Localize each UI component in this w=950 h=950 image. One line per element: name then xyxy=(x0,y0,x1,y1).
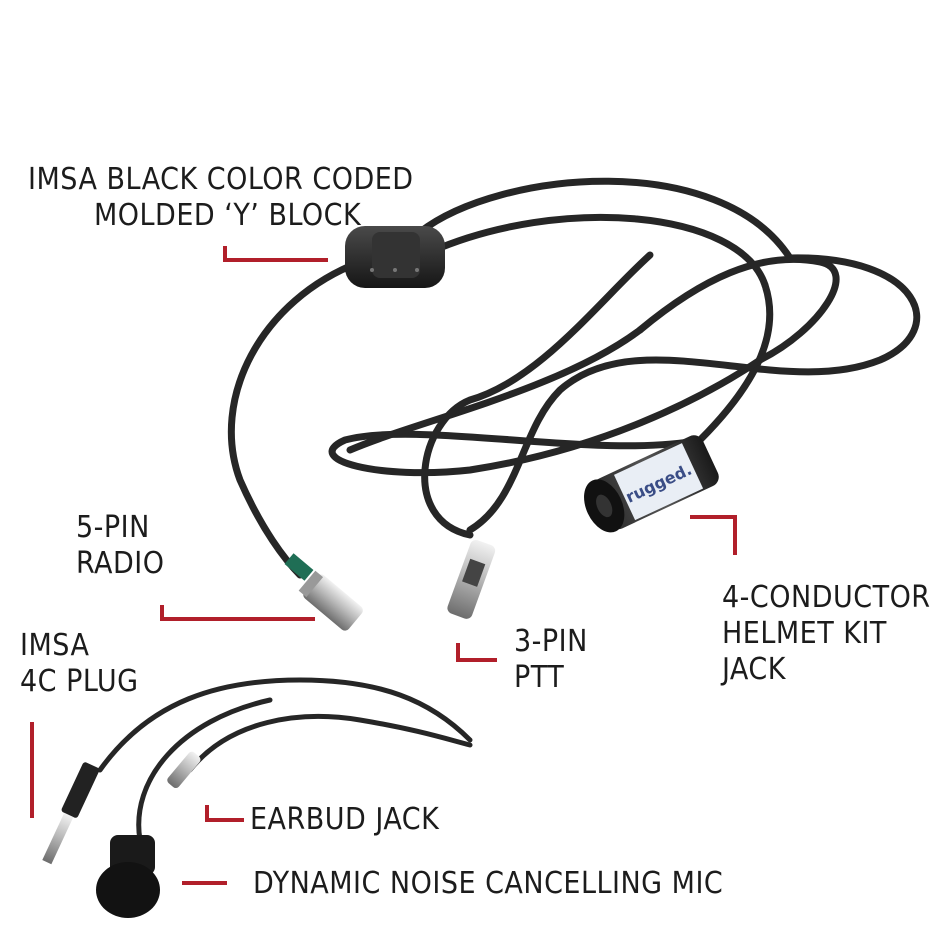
harness-cables xyxy=(228,177,921,579)
imsa-plug xyxy=(42,762,100,865)
label-radio-line-1: 5-PIN xyxy=(76,510,150,545)
three-pin-connector xyxy=(447,539,496,619)
label-ptt-line-2: PTT xyxy=(514,660,565,695)
label-imsa-plug-line-2: 4C PLUG xyxy=(20,664,139,699)
label-helmet-jack: 4-CONDUCTOR HELMET KIT JACK xyxy=(722,580,931,688)
label-y-block-line-2: MOLDED ‘Y’ BLOCK xyxy=(94,198,362,233)
label-helmet-jack-line-3: JACK xyxy=(722,652,786,687)
label-earbud: EARBUD JACK xyxy=(250,802,439,838)
five-pin-connector xyxy=(284,553,363,631)
label-earbud-line-1: EARBUD JACK xyxy=(250,802,440,837)
microphone xyxy=(96,835,160,918)
y-block xyxy=(345,226,445,288)
label-mic: DYNAMIC NOISE CANCELLING MIC xyxy=(253,866,723,902)
label-helmet-jack-line-2: HELMET KIT xyxy=(722,616,887,651)
label-imsa-plug: IMSA 4C PLUG xyxy=(20,628,139,700)
earbud-connector xyxy=(167,751,201,789)
label-helmet-jack-line-1: 4-CONDUCTOR xyxy=(722,580,931,615)
helmet-jack: rugged. xyxy=(584,435,719,533)
label-ptt-line-1: 3-PIN xyxy=(514,624,588,659)
mic-harness-cables xyxy=(97,677,473,843)
label-radio: 5-PIN RADIO xyxy=(76,510,164,582)
label-radio-line-2: RADIO xyxy=(76,546,165,581)
label-ptt: 3-PIN PTT xyxy=(514,624,588,696)
label-imsa-plug-line-1: IMSA xyxy=(20,628,90,663)
label-y-block-line-1: IMSA BLACK COLOR CODED xyxy=(28,162,414,197)
label-y-block: IMSA BLACK COLOR CODED MOLDED ‘Y’ BLOCK xyxy=(28,162,414,234)
label-mic-line-1: DYNAMIC NOISE CANCELLING MIC xyxy=(253,866,724,901)
indicator-lines xyxy=(30,246,737,885)
